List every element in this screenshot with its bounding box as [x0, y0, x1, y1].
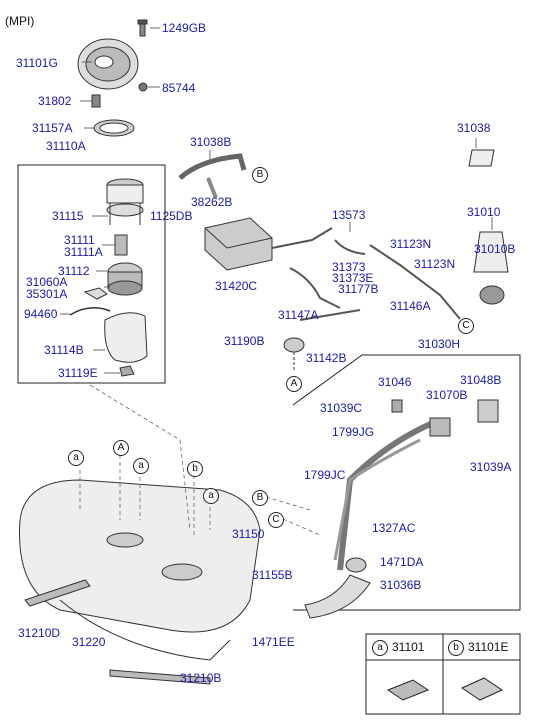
part-label-31150[interactable]: 31150 — [232, 527, 265, 541]
part-label-31036B[interactable]: 31036B — [380, 578, 422, 592]
part-label-31123N-1[interactable]: 31123N — [390, 237, 432, 251]
part-label-31373E[interactable]: 31373E — [332, 271, 374, 285]
filler-neck-drawing — [304, 399, 499, 619]
part-label-31112[interactable]: 31112 — [58, 264, 90, 278]
part-label-38262B[interactable]: 38262B — [191, 195, 233, 209]
part-label-1799JC[interactable]: 1799JC — [304, 468, 346, 482]
part-label-31111A[interactable]: 31111A — [64, 245, 103, 259]
callout-B-hose: B — [252, 167, 268, 183]
part-label-31420C[interactable]: 31420C — [215, 279, 258, 293]
gasket-ring-drawing — [93, 119, 135, 137]
part-label-85744[interactable]: 85744 — [162, 81, 196, 95]
part-label-31190B[interactable]: 31190B — [224, 334, 265, 348]
part-label-1471DA[interactable]: 1471DA — [380, 555, 424, 569]
callout-C-tube: C — [458, 318, 474, 334]
callout-A-tank: A — [113, 440, 129, 456]
fuel-tank-drawing — [19, 479, 261, 685]
part-label-1799JG[interactable]: 1799JG — [332, 425, 375, 439]
part-label-31220[interactable]: 31220 — [72, 635, 106, 649]
part-label-31210D[interactable]: 31210D — [18, 626, 61, 640]
vapor-tube-drawing — [271, 227, 461, 321]
part-label-31070B[interactable]: 31070B — [426, 388, 468, 402]
part-label-31010B[interactable]: 31010B — [474, 242, 516, 256]
part-label-31039C[interactable]: 31039C — [320, 401, 363, 415]
canister-drawing — [204, 217, 273, 271]
check-valve-drawing — [283, 337, 305, 370]
fuel-cap-drawing — [468, 149, 509, 305]
variant-label: (MPI) — [5, 14, 35, 28]
part-label-1249GB[interactable]: 1249GB — [162, 21, 207, 35]
part-label-31123N-2[interactable]: 31123N — [414, 257, 456, 271]
part-label-31210B[interactable]: 31210B — [180, 671, 222, 685]
part-label-31119E[interactable]: 31119E — [58, 366, 98, 380]
legend-box — [365, 633, 521, 715]
part-label-31038[interactable]: 31038 — [457, 121, 491, 135]
part-label-31101G[interactable]: 31101G — [16, 56, 58, 70]
part-label-31142B[interactable]: 31142B — [306, 351, 347, 365]
part-label-35301A[interactable]: 35301A — [26, 287, 68, 301]
part-label-31048B[interactable]: 31048B — [460, 373, 502, 387]
cover-plate-drawing — [77, 38, 139, 90]
legend-key-b: b — [448, 640, 464, 656]
legend-part-b[interactable]: 31101E — [468, 640, 509, 654]
part-label-31114B[interactable]: 31114B — [44, 343, 84, 357]
leader-lines — [80, 27, 493, 232]
dashed-guides — [79, 384, 321, 536]
part-label-31110A[interactable]: 31110A — [46, 139, 86, 153]
part-label-31060A[interactable]: 31060A — [26, 275, 68, 289]
part-label-31115[interactable]: 31115 — [52, 209, 84, 223]
pump-module-drawing — [69, 178, 148, 377]
part-label-31802[interactable]: 31802 — [38, 94, 72, 108]
part-label-13573[interactable]: 13573 — [332, 208, 366, 222]
callout-C-filler: C — [268, 512, 284, 528]
part-label-1125DB[interactable]: 1125DB — [150, 209, 193, 223]
callout-a-3: a — [203, 488, 219, 504]
legend-part-a[interactable]: 31101 — [392, 640, 425, 654]
callout-B-filler: B — [252, 490, 268, 506]
pump-leader-lines — [60, 215, 120, 374]
callout-a-1: a — [68, 450, 84, 466]
part-label-1471EE[interactable]: 1471EE — [252, 635, 295, 649]
part-label-31177B[interactable]: 31177B — [338, 282, 379, 296]
part-label-31039A[interactable]: 31039A — [470, 460, 512, 474]
callout-b-tank: b — [187, 461, 203, 477]
callout-a-2: a — [133, 458, 149, 474]
part-label-31157A[interactable]: 31157A — [32, 121, 73, 135]
part-label-94460[interactable]: 94460 — [24, 307, 58, 321]
part-label-31046[interactable]: 31046 — [378, 375, 412, 389]
part-label-1327AC[interactable]: 1327AC — [372, 521, 416, 535]
part-label-31038B[interactable]: 31038B — [190, 135, 232, 149]
part-label-31111[interactable]: 31111 — [64, 233, 95, 247]
callout-A-valve: A — [286, 376, 302, 392]
part-label-31146A[interactable]: 31146A — [390, 299, 431, 313]
part-label-31373[interactable]: 31373 — [332, 260, 366, 274]
filler-neck-box — [292, 354, 521, 611]
hose-drawing — [178, 153, 247, 199]
part-label-31155B[interactable]: 31155B — [252, 568, 293, 582]
legend-key-a: a — [372, 640, 388, 656]
part-label-31147A[interactable]: 31147A — [278, 308, 319, 322]
part-label-31030H[interactable]: 31030H — [418, 337, 461, 351]
pump-module-box — [17, 164, 166, 384]
part-label-31010[interactable]: 31010 — [467, 205, 501, 219]
